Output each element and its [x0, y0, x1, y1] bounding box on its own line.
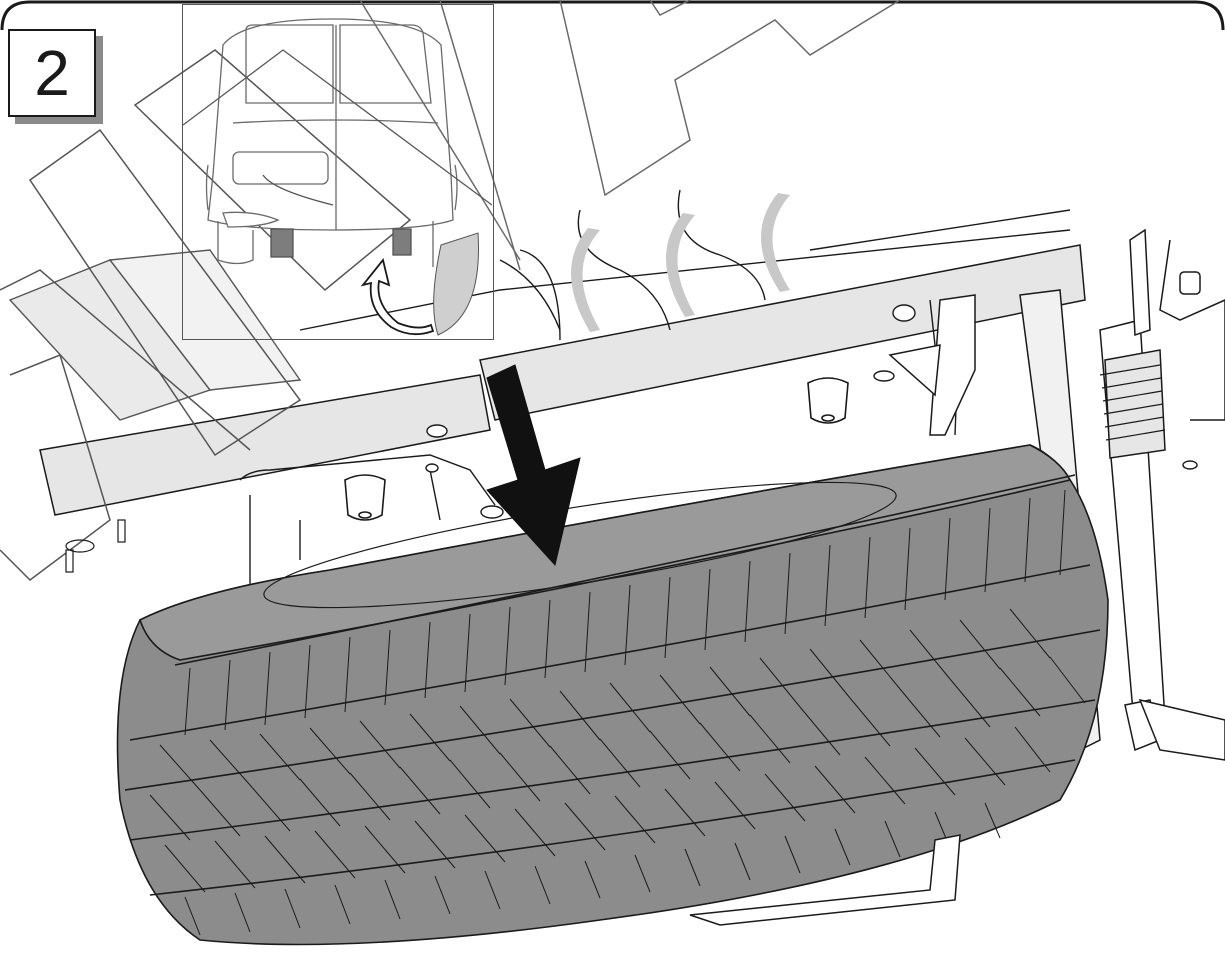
- step-number: 2: [34, 37, 70, 109]
- inset-frame: [182, 4, 494, 340]
- spare-wheel-highlight: [433, 232, 479, 336]
- left-planes: [8, 249, 302, 421]
- pins: [65, 519, 126, 573]
- tread-grooves: [124, 474, 1101, 896]
- curved-arrow-icon: [360, 258, 435, 336]
- coil-spring: [1099, 364, 1166, 441]
- van-rear-inset: [182, 18, 493, 336]
- motion-lines: [570, 193, 790, 332]
- spare-tire: [116, 444, 1109, 946]
- bump-stops: [344, 377, 849, 521]
- step-number-box: 2: [8, 29, 96, 117]
- left-plane-outlines: [0, 49, 412, 581]
- cables: [499, 189, 766, 331]
- bracket: [888, 294, 976, 436]
- tread-sipes: [149, 489, 1086, 936]
- inset-panels: [182, 49, 493, 206]
- tire-hub-recess: [263, 481, 897, 609]
- van-body: [205, 18, 458, 267]
- top-border: [0, 0, 1225, 31]
- chassis-rail: [39, 244, 1086, 516]
- down-arrow-icon: [486, 364, 581, 567]
- cradle: [689, 834, 961, 926]
